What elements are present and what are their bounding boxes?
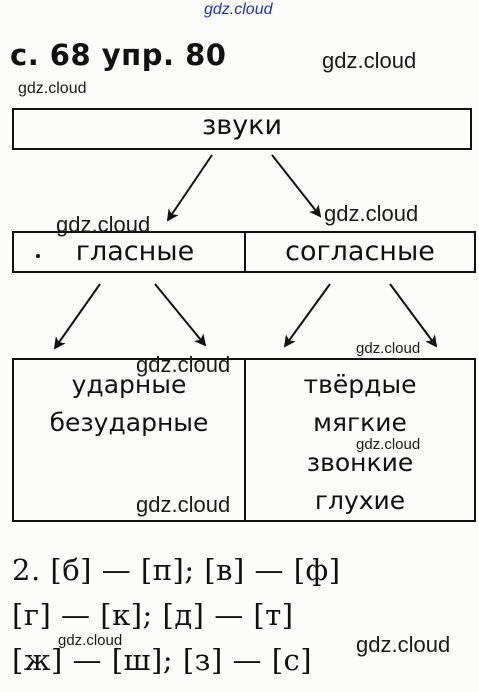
consonant-type-item: твёрдые [303, 370, 417, 399]
consonant-type-item: мягкие [313, 408, 407, 437]
consonants-label: согласные [285, 236, 435, 267]
arrow-consonants-left [283, 283, 331, 348]
watermark: gdz.cloud [356, 340, 421, 357]
arrow-vowels-right [154, 283, 207, 347]
watermark: gdz.cloud [204, 1, 273, 18]
task2-line: [г] — [к]; [д] — [т] [12, 598, 294, 632]
watermark: gdz.cloud [56, 212, 151, 237]
consonant-type-item: звонкие [306, 448, 414, 477]
arrow-root-to-vowels [166, 154, 213, 222]
exercise-heading: с. 68 упр. 80 [10, 38, 227, 72]
arrow-vowels-left [53, 283, 101, 350]
watermark: gdz.cloud [356, 632, 451, 657]
watermark: gdz.cloud [18, 80, 87, 97]
watermark: gdz.cloud [136, 492, 231, 517]
watermark: gdz.cloud [324, 201, 419, 226]
bullet-dot [36, 254, 40, 258]
vowel-type-item: безударные [49, 408, 209, 437]
arrow-root-to-consonants [271, 154, 322, 218]
watermark: gdz.cloud [58, 632, 123, 649]
task2-line: 2. [б] — [п]; [в] — [ф] [12, 553, 341, 587]
watermark: gdz.cloud [322, 48, 417, 73]
arrow-consonants-right [389, 283, 438, 348]
root-box [12, 108, 472, 150]
consonants-types-box [244, 358, 476, 522]
root-label: звуки [201, 110, 283, 141]
task2-line: [ж] — [ш]; [з] — [с] [12, 643, 313, 677]
vowel-type-item: ударные [71, 370, 187, 399]
watermark: gdz.cloud [356, 436, 421, 453]
vowels-label: гласные [75, 236, 195, 267]
consonants-box [244, 231, 476, 273]
watermark: gdz.cloud [136, 352, 231, 377]
consonant-type-item: глухие [314, 486, 406, 515]
